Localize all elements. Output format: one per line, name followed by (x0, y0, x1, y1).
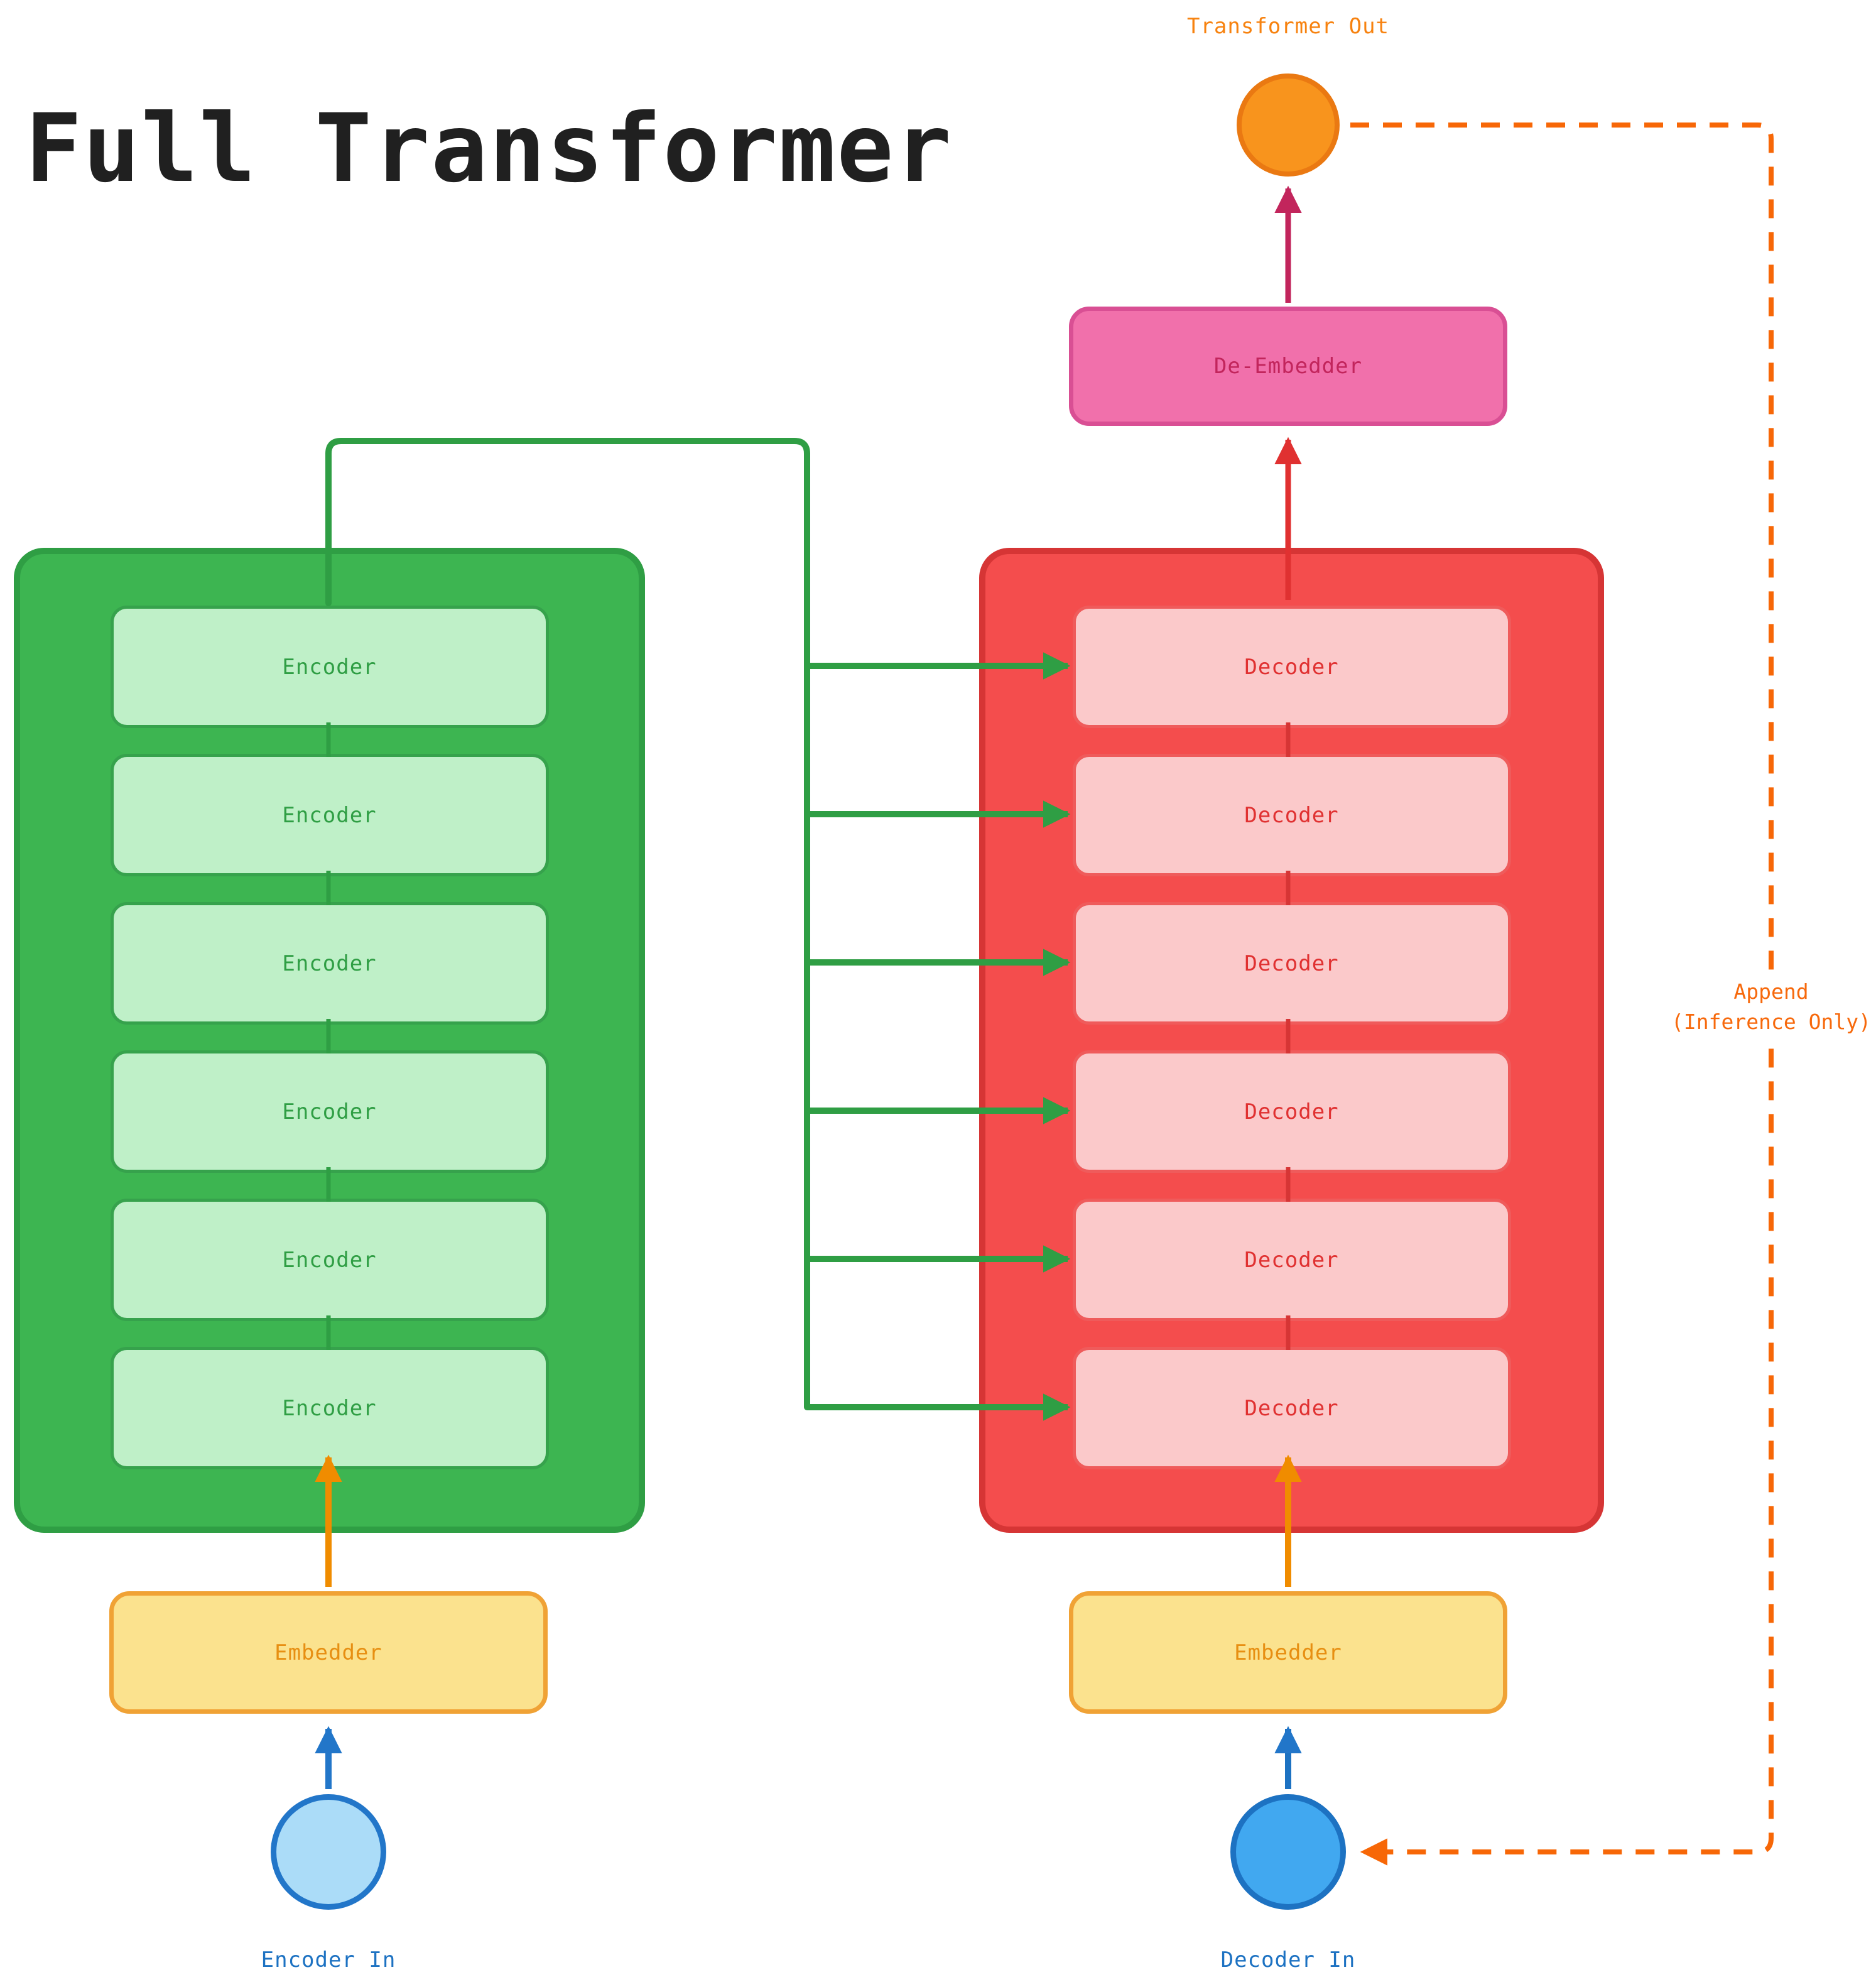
decoder-in-label: Decoder In (1220, 1947, 1356, 1973)
decoder-in-circle (1230, 1794, 1346, 1910)
encoder-block: Encoder (110, 1199, 549, 1321)
encoder-block: Encoder (110, 902, 549, 1025)
encoder-block: Encoder (110, 606, 549, 728)
append-note-line1: Append (1733, 979, 1809, 1004)
decoder-block: Decoder (1072, 1347, 1511, 1469)
encoder-in-label: Encoder In (261, 1947, 396, 1973)
encoder-block: Encoder (110, 754, 549, 876)
encoder-block: Encoder (110, 1050, 549, 1173)
decoder-block: Decoder (1072, 606, 1511, 728)
decoder-block: Decoder (1072, 1050, 1511, 1173)
decoder-stack: Decoder Decoder Decoder Decoder Decoder … (979, 548, 1604, 1533)
encoder-in-circle (271, 1794, 386, 1910)
transformer-out-label: Transformer Out (1186, 14, 1390, 39)
decoder-embedder-box: Embedder (1069, 1591, 1507, 1714)
decoder-block: Decoder (1072, 902, 1511, 1025)
decoder-block: Decoder (1072, 754, 1511, 876)
append-note: Append (Inference Only) (1666, 971, 1876, 1043)
encoder-embedder-box: Embedder (109, 1591, 548, 1714)
page-title: Full Transformer (25, 94, 953, 204)
de-embedder-box: De-Embedder (1069, 307, 1507, 426)
append-note-line2: (Inference Only) (1671, 1009, 1871, 1034)
decoder-block: Decoder (1072, 1199, 1511, 1321)
encoder-stack: Encoder Encoder Encoder Encoder Encoder … (14, 548, 645, 1533)
encoder-block: Encoder (110, 1347, 549, 1469)
transformer-out-circle (1237, 73, 1340, 177)
